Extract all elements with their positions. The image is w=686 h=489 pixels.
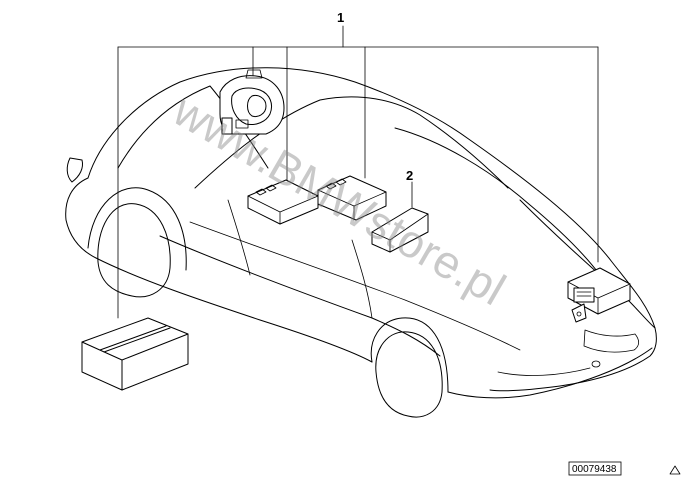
rear-receiver-unit — [567, 267, 631, 323]
siren-speaker-part — [219, 69, 285, 135]
control-module-a — [247, 179, 319, 225]
control-module-b — [317, 175, 387, 221]
item-2-module — [371, 207, 429, 253]
diagram-ref-number: 00079438 — [572, 464, 617, 475]
car-roof-line — [87, 67, 656, 329]
car-door-rear — [351, 239, 373, 319]
car-side-crease — [189, 221, 521, 351]
car-rear-wheel — [375, 331, 443, 418]
car-plate-area — [497, 367, 591, 376]
callout-number-2: 2 — [406, 168, 413, 183]
car-rear-bumper — [489, 327, 657, 392]
car-side-window — [194, 96, 509, 189]
diagram-reference: 00079438 — [568, 461, 622, 476]
kit-box-part — [81, 317, 189, 391]
car-rear-light — [583, 329, 640, 353]
car-sill — [159, 235, 441, 357]
car-front-nose — [65, 177, 97, 259]
car-rear-window — [394, 127, 601, 276]
callout-number-1: 1 — [337, 10, 344, 25]
car-front-wheel-arch — [87, 187, 187, 271]
car-front-wheel — [97, 203, 171, 298]
car-trunk-emblem — [591, 360, 601, 368]
triangle-outline-icon — [669, 465, 681, 475]
car-door-front — [227, 199, 251, 276]
car-rear-wheel-arch — [370, 317, 449, 393]
car-front-light — [66, 157, 83, 183]
callout-1-leaders — [117, 25, 599, 319]
diagram-ref-box — [568, 461, 622, 476]
car-body-lower — [95, 257, 653, 399]
watermark-text: www.BMWstore.pl — [164, 83, 514, 315]
